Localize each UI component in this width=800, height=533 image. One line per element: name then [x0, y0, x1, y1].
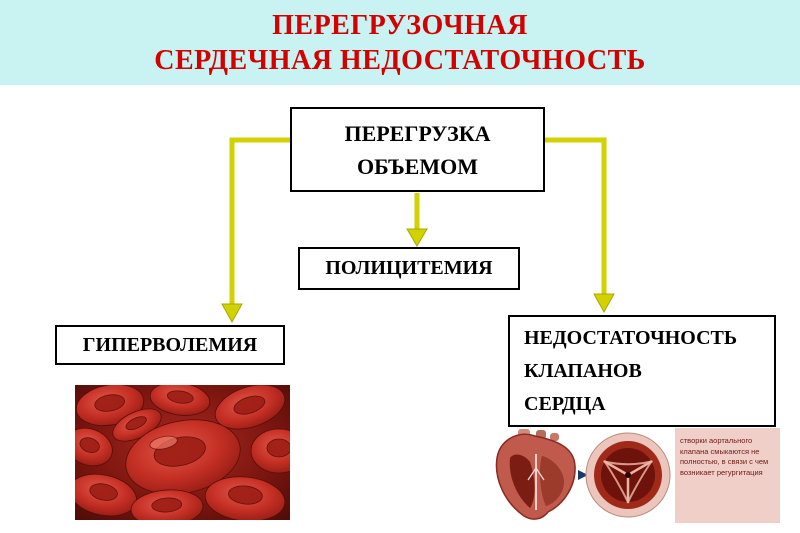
valve-caption: створки аортального клапана смыкаются не… [675, 428, 780, 523]
heart-cross-section [495, 429, 576, 520]
heart-valve-image: створки аортального клапана смыкаются не… [490, 428, 780, 523]
pointer-arrow [578, 470, 588, 480]
slide-title-line1: ПЕРЕГРУЗОЧНАЯ [272, 9, 528, 41]
node-polycythemia: ПОЛИЦИТЕМИЯ [298, 247, 520, 290]
slide-title-line2: СЕРДЕЧНАЯ НЕДОСТАТОЧНОСТЬ [154, 44, 646, 76]
node-valve-insufficiency-line2: КЛАПАНОВ [524, 359, 642, 382]
title-banner: ПЕРЕГРУЗОЧНАЯ СЕРДЕЧНАЯ НЕДОСТАТОЧНОСТЬ [0, 0, 800, 85]
node-volume-overload: ПЕРЕГРУЗКА ОБЪЕМОМ [290, 107, 545, 192]
red-blood-cells-image [75, 385, 290, 520]
node-volume-overload-line1: ПЕРЕГРУЗКА [344, 120, 491, 146]
red-blood-cells-drawing [75, 385, 290, 520]
heart-and-valve-drawing [490, 428, 675, 523]
node-valve-insufficiency-line3: СЕРДЦА [524, 392, 606, 415]
node-valve-insufficiency: НЕДОСТАТОЧНОСТЬ КЛАПАНОВ СЕРДЦА [508, 315, 776, 427]
arrow-to-valve-insufficiency [544, 137, 615, 314]
aortic-valve-view [585, 432, 671, 518]
node-valve-insufficiency-line1: НЕДОСТАТОЧНОСТЬ [524, 326, 738, 349]
arrow-to-polycythemia [406, 193, 428, 247]
node-hypervolemia: ГИПЕРВОЛЕМИЯ [55, 325, 285, 365]
node-volume-overload-line2: ОБЪЕМОМ [357, 153, 478, 179]
arrow-to-hypervolemia [221, 137, 291, 324]
red-blood-cells [75, 385, 290, 520]
